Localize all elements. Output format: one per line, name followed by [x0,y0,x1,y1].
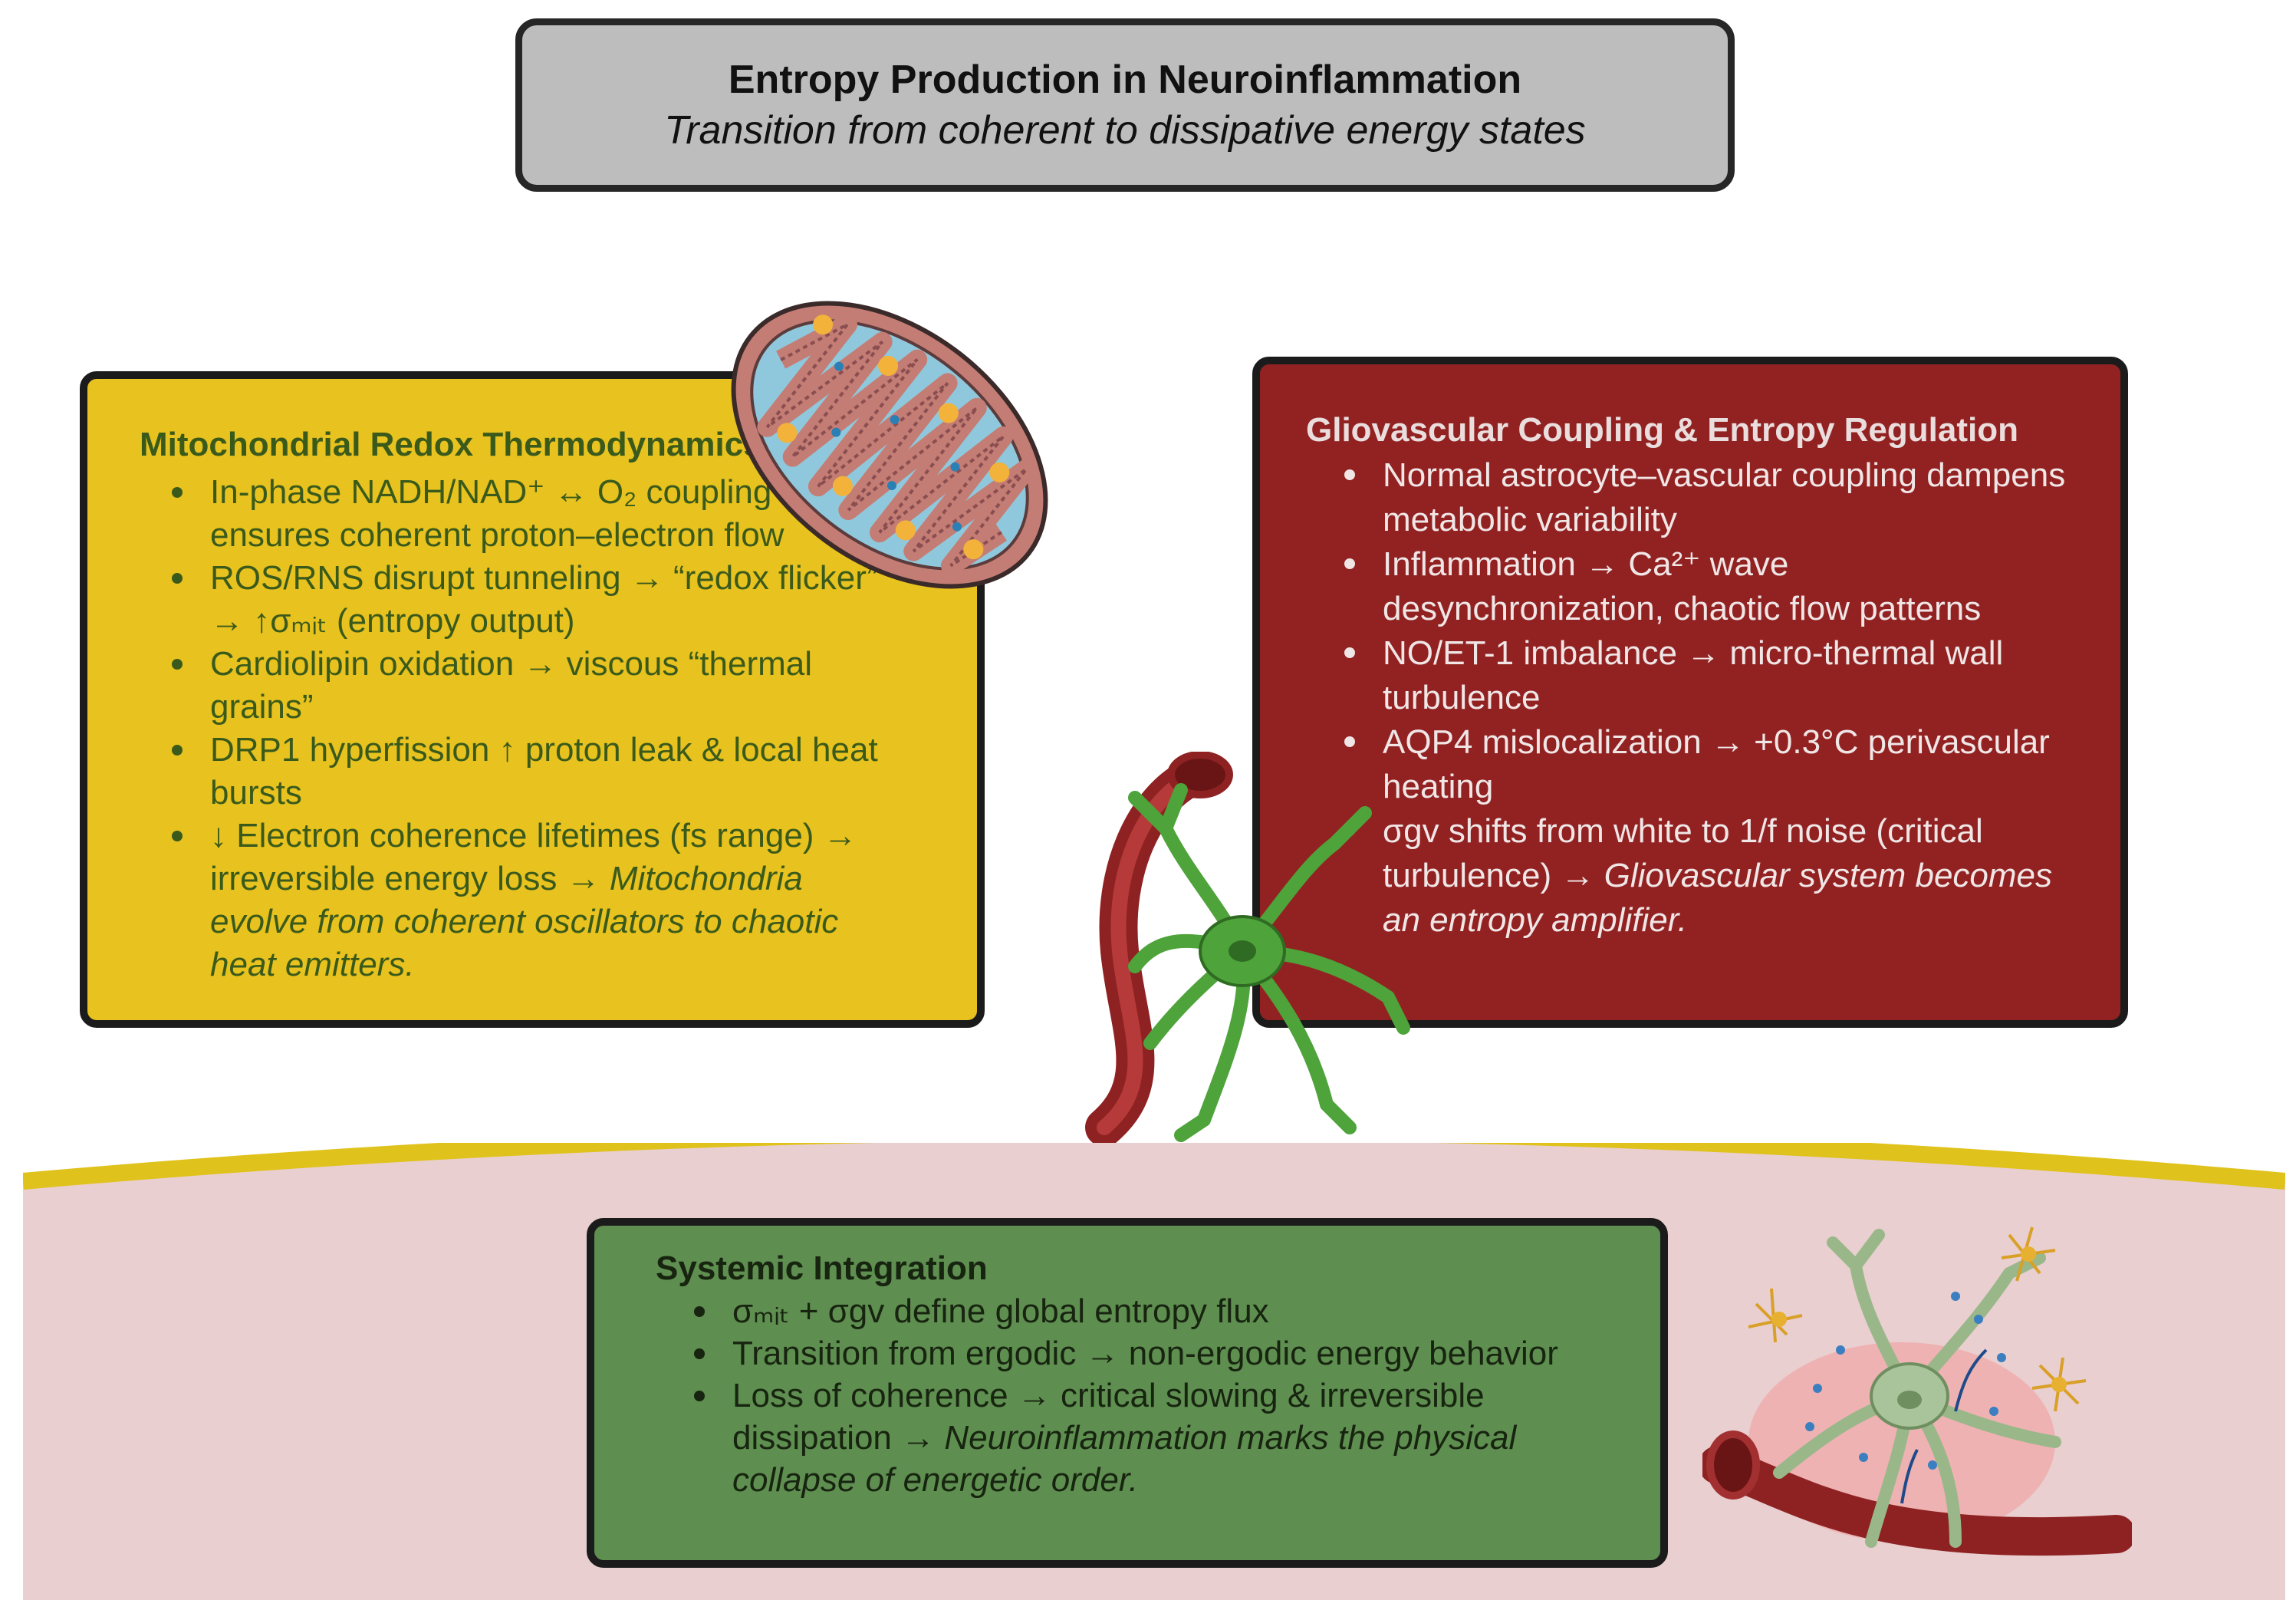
gliovascular-title: Gliovascular Coupling & Entropy Regulati… [1306,411,2018,449]
list-item: NO/ET-1 imbalance → micro-thermal wall t… [1344,631,2073,720]
list-item: ROS/RNS disrupt tunneling → “redox flick… [172,557,885,643]
bullet-dot [1344,647,1355,658]
bullet-dot [172,659,183,670]
list-item: Transition from ergodic → non-ergodic en… [694,1332,1576,1374]
bullet-dot [694,1391,705,1401]
list-item: In-phase NADH/NAD⁺ ↔ O₂ coupling ensures… [172,471,885,557]
mitochondrial-title: Mitochondrial Redox Thermodynamics [140,426,762,463]
list-item: σgv shifts from white to 1/f noise (crit… [1344,809,2073,943]
systemic-title: Systemic Integration [656,1249,988,1287]
list-item: Normal astrocyte–vascular coupling dampe… [1344,453,2073,542]
mitochondrial-list: In-phase NADH/NAD⁺ ↔ O₂ coupling ensures… [172,471,885,986]
bullet-dot [172,487,183,498]
page-title: Entropy Production in Neuroinflammation [728,58,1522,102]
list-item: ↓ Electron coherence lifetimes (fs range… [172,815,885,986]
gliovascular-panel: Gliovascular Coupling & Entropy Regulati… [1252,357,2128,1028]
mitochondrion-icon [731,301,1048,589]
gliovascular-list: Normal astrocyte–vascular coupling dampe… [1344,453,2073,943]
bullet-dot [1344,469,1355,480]
bullet-dot [1344,558,1355,569]
list-item: σₘᵢₜ + σgv define global entropy flux [694,1290,1576,1332]
bullet-dot [172,831,183,841]
list-item: DRP1 hyperfission ↑ proton leak & local … [172,729,885,815]
list-item: AQP4 mislocalization → +0.3°C perivascul… [1344,720,2073,809]
bullet-dot [694,1306,705,1317]
bullet-dot [172,573,183,584]
astrocyte-blood-vessel-icon [1085,752,1410,1143]
mitochondrial-conclusion: Mitochondria evolve from coherent oscill… [210,860,839,983]
title-box: Entropy Production in Neuroinflammation … [515,18,1735,192]
inflamed-astrocyte-icon [1702,1226,2132,1556]
bullet-dot [1344,736,1355,747]
page-subtitle: Transition from coherent to dissipative … [664,108,1586,153]
list-item: Loss of coherence → critical slowing & i… [694,1374,1576,1501]
systemic-conclusion: Neuroinflammation marks the physical col… [732,1419,1517,1499]
bullet-dot [694,1348,705,1359]
gliovascular-conclusion: Gliovascular system becomes an entropy a… [1383,857,2053,939]
list-item: Inflammation → Ca²⁺ wave desynchronizati… [1344,542,2073,631]
bullet-dot [172,745,183,756]
systemic-list: σₘᵢₜ + σgv define global entropy flux Tr… [694,1290,1576,1501]
list-item: Cardiolipin oxidation → viscous “thermal… [172,643,885,729]
systemic-panel: Systemic Integration σₘᵢₜ + σgv define g… [587,1218,1668,1568]
